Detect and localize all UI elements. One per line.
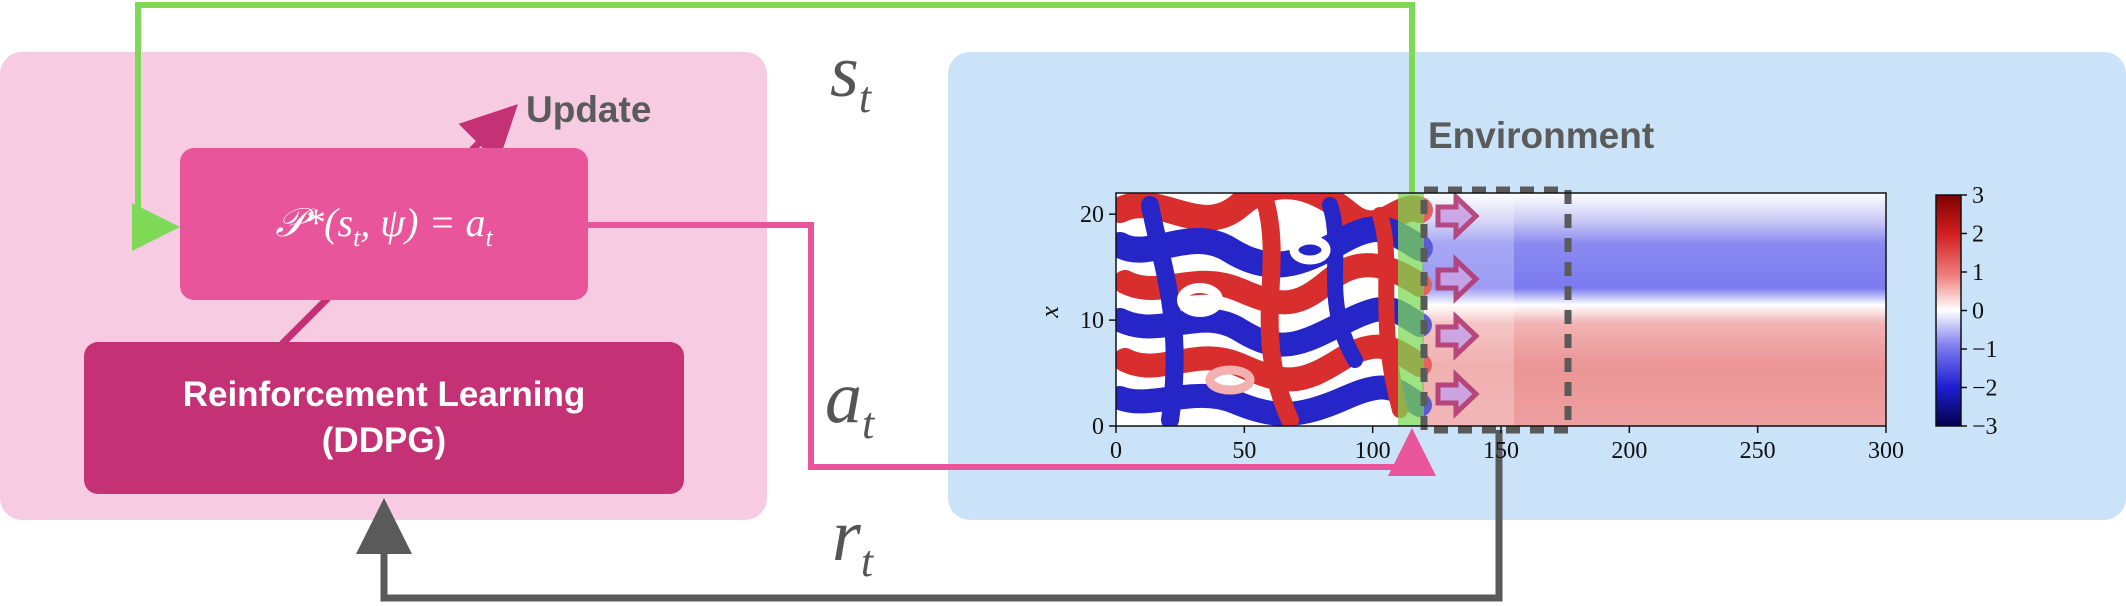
reward-arrow	[356, 430, 1503, 602]
y-axis-label: x	[1035, 306, 1064, 319]
jet-arrow-4	[1435, 369, 1480, 419]
reward-window	[1420, 186, 1572, 434]
state-arrow	[132, 2, 1415, 251]
policy-box	[180, 148, 588, 300]
colorbar-ticks: 3 2 1 0 −1 −2 −3	[1961, 183, 1998, 440]
update-label: Update	[526, 89, 651, 130]
action-symbol: at	[825, 357, 876, 448]
y-tick-label: 0	[1092, 414, 1104, 440]
field-plot: 0 50 100 150 200 250 300 0 10 20 x	[1035, 186, 1904, 464]
y-axis-ticks: 0 10 20	[1080, 202, 1116, 440]
x-axis-ticks: 0 50 100 150 200 250 300	[1110, 426, 1904, 464]
colorbar-tick-label: 3	[1972, 183, 1984, 209]
update-arrow	[458, 104, 518, 164]
jet-arrow-1	[1435, 191, 1480, 241]
rl-label-line2: (DDPG)	[322, 421, 446, 460]
jet-arrow-3	[1435, 311, 1480, 361]
y-tick-label: 10	[1080, 308, 1104, 334]
rl-policy-connector	[279, 295, 331, 347]
state-sensor-strip	[1398, 193, 1424, 426]
jet-arrow-2	[1435, 254, 1480, 304]
upper-flow-band	[1422, 193, 1886, 305]
state-symbol: st	[830, 31, 873, 122]
colorbar-tick-label: −1	[1972, 337, 1998, 363]
colorbar-tick-label: 2	[1972, 222, 1984, 248]
action-arrow	[588, 222, 1436, 476]
x-tick-label: 300	[1868, 438, 1904, 464]
chaotic-region	[1116, 193, 1433, 426]
environment-label: Environment	[1428, 115, 1654, 156]
x-tick-label: 0	[1110, 438, 1122, 464]
y-tick-label: 20	[1080, 202, 1104, 228]
colorbar-gradient	[1935, 194, 1962, 427]
colorbar-tick-label: 1	[1972, 260, 1984, 286]
reward-symbol: rt	[832, 495, 875, 586]
colorbar-tick-label: 0	[1972, 299, 1984, 325]
x-tick-label: 250	[1740, 438, 1776, 464]
x-tick-label: 50	[1232, 438, 1256, 464]
rl-box	[84, 342, 684, 494]
colorbar-tick-label: −3	[1972, 414, 1998, 440]
colorbar: 3 2 1 0 −1 −2 −3	[1935, 183, 1998, 440]
x-tick-label: 100	[1355, 438, 1391, 464]
lower-flow-band	[1422, 305, 1886, 426]
colorbar-tick-label: −2	[1972, 376, 1998, 402]
rl-label-line1: Reinforcement Learning	[183, 375, 586, 414]
jet-arrows	[1435, 191, 1480, 419]
x-tick-label: 150	[1483, 438, 1519, 464]
policy-equation: 𝒫*(st, ψ) = at	[275, 200, 493, 252]
x-tick-label: 200	[1611, 438, 1647, 464]
